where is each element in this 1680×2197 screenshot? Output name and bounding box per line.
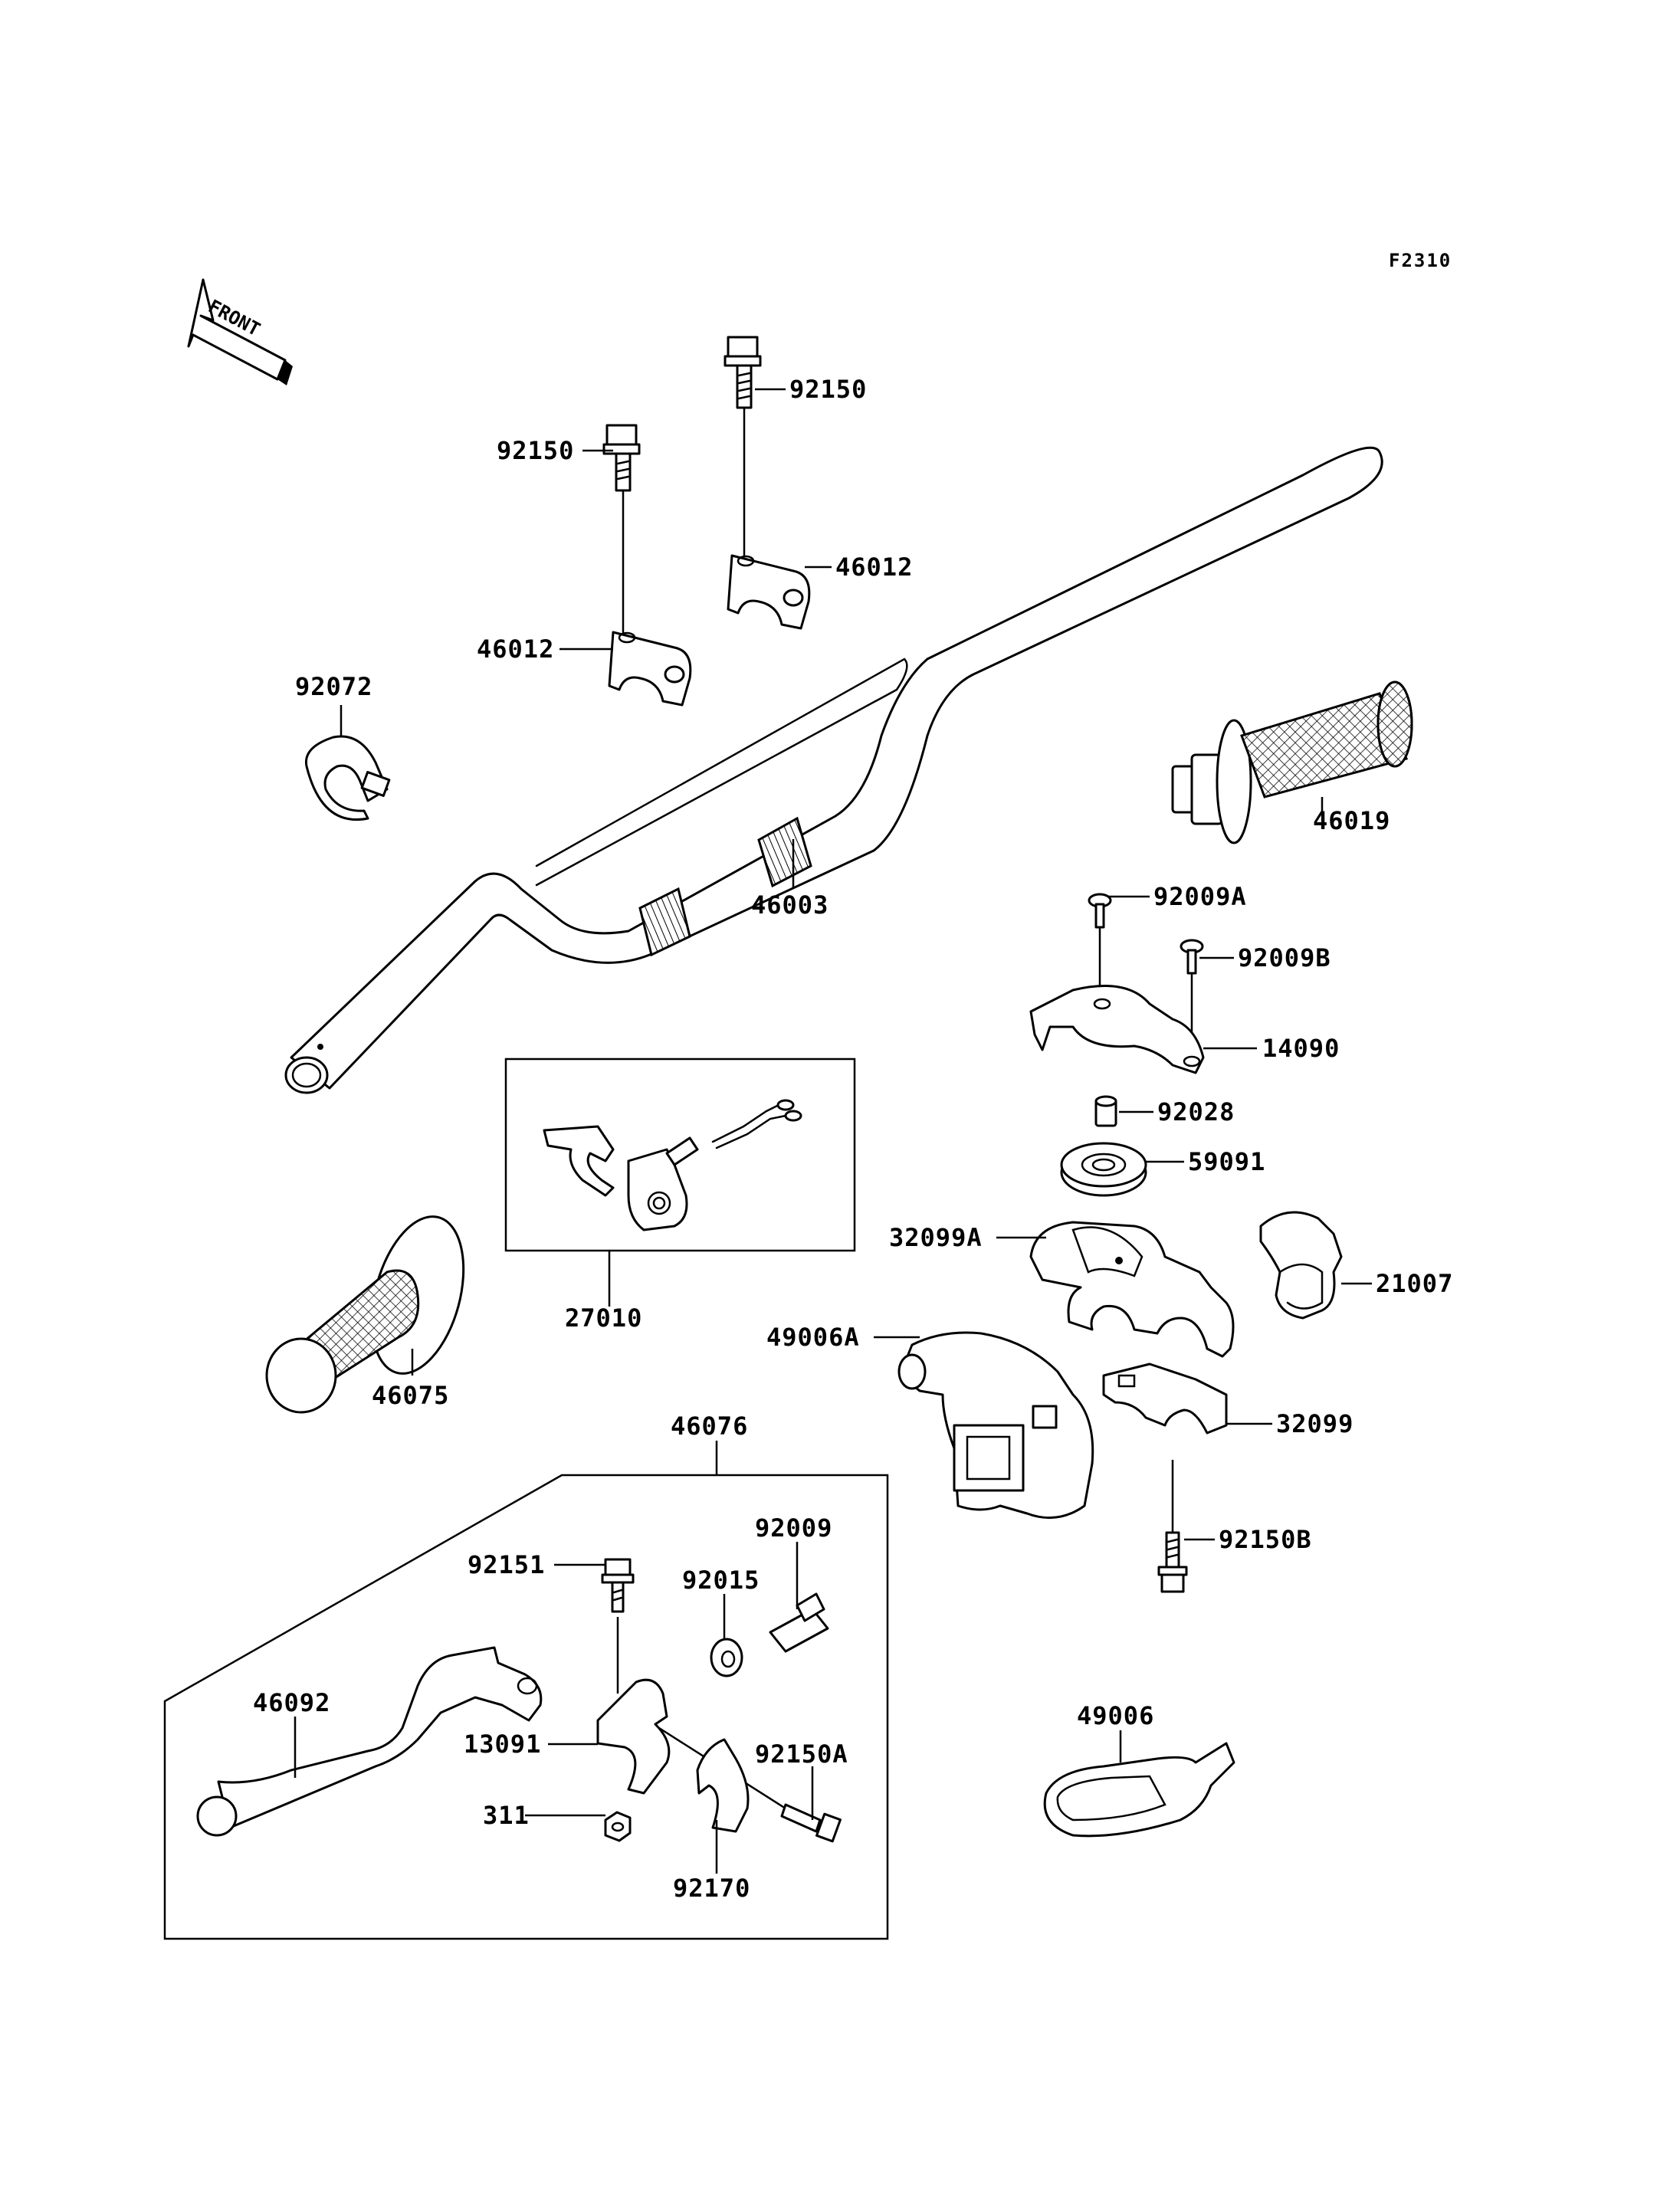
bolt-92151 bbox=[601, 1558, 635, 1613]
switch-27010-box bbox=[504, 1058, 856, 1252]
label-92150b: 92150B bbox=[1219, 1525, 1312, 1554]
label-92150a: 92150A bbox=[755, 1740, 848, 1769]
label-92151: 92151 bbox=[468, 1550, 545, 1579]
switch-27010 bbox=[543, 1099, 802, 1231]
label-92170: 92170 bbox=[673, 1874, 750, 1903]
band-92072 bbox=[304, 735, 391, 821]
screw-92009 bbox=[769, 1592, 829, 1653]
label-46019: 46019 bbox=[1313, 806, 1390, 835]
cap-49006 bbox=[1043, 1742, 1235, 1838]
label-32099a: 32099A bbox=[889, 1223, 983, 1252]
label-46012-left: 46012 bbox=[477, 635, 554, 664]
throttle-housing-49006a bbox=[897, 1331, 1094, 1520]
label-311: 311 bbox=[483, 1801, 530, 1830]
label-92150-left: 92150 bbox=[497, 436, 574, 465]
label-46003: 46003 bbox=[751, 890, 829, 920]
label-59091: 59091 bbox=[1188, 1147, 1265, 1176]
front-arrow-icon: FRONT bbox=[187, 278, 293, 385]
label-46092: 46092 bbox=[253, 1688, 330, 1717]
pulley-59091 bbox=[1060, 1142, 1147, 1197]
label-14090: 14090 bbox=[1262, 1034, 1340, 1063]
bolt-92150b bbox=[1157, 1531, 1188, 1593]
label-46076: 46076 bbox=[671, 1412, 748, 1441]
nut-92015 bbox=[710, 1638, 743, 1677]
bolt-92150a bbox=[780, 1803, 842, 1843]
clamp-92170 bbox=[696, 1738, 750, 1833]
label-92015: 92015 bbox=[682, 1566, 760, 1595]
clamp-46012-left bbox=[608, 631, 692, 707]
collar-92028 bbox=[1094, 1095, 1117, 1127]
label-46012-right: 46012 bbox=[835, 553, 913, 582]
screw-92009a bbox=[1088, 893, 1112, 929]
lever-46076-box bbox=[163, 1474, 889, 1940]
diagram-code: F2310 bbox=[1389, 250, 1452, 271]
label-46075: 46075 bbox=[372, 1381, 449, 1410]
label-92072: 92072 bbox=[295, 672, 372, 701]
screw-92009b bbox=[1180, 939, 1204, 975]
label-49006a: 49006A bbox=[766, 1323, 860, 1352]
label-92150-right: 92150 bbox=[789, 375, 867, 404]
cover-21007 bbox=[1259, 1211, 1343, 1320]
label-92009a: 92009A bbox=[1153, 882, 1247, 911]
grip-46075 bbox=[265, 1215, 465, 1414]
label-27010: 27010 bbox=[565, 1303, 642, 1333]
label-21007: 21007 bbox=[1376, 1269, 1453, 1298]
label-92009: 92009 bbox=[755, 1513, 832, 1543]
label-92028: 92028 bbox=[1157, 1097, 1235, 1126]
label-49006: 49006 bbox=[1077, 1701, 1154, 1730]
case-32099a bbox=[1029, 1221, 1235, 1358]
case-32099 bbox=[1102, 1362, 1228, 1435]
bolt-92150-right bbox=[724, 336, 762, 409]
nut-311 bbox=[604, 1811, 632, 1842]
label-32099: 32099 bbox=[1276, 1409, 1354, 1438]
bolt-92150-left bbox=[602, 424, 641, 492]
grip-46019 bbox=[1171, 680, 1413, 844]
label-92009b: 92009B bbox=[1238, 943, 1331, 972]
label-13091: 13091 bbox=[464, 1730, 541, 1759]
plate-14090 bbox=[1029, 985, 1205, 1074]
lever-46092 bbox=[196, 1646, 543, 1837]
clamp-46012-right bbox=[727, 554, 811, 630]
handlebar-part bbox=[284, 446, 1383, 1094]
